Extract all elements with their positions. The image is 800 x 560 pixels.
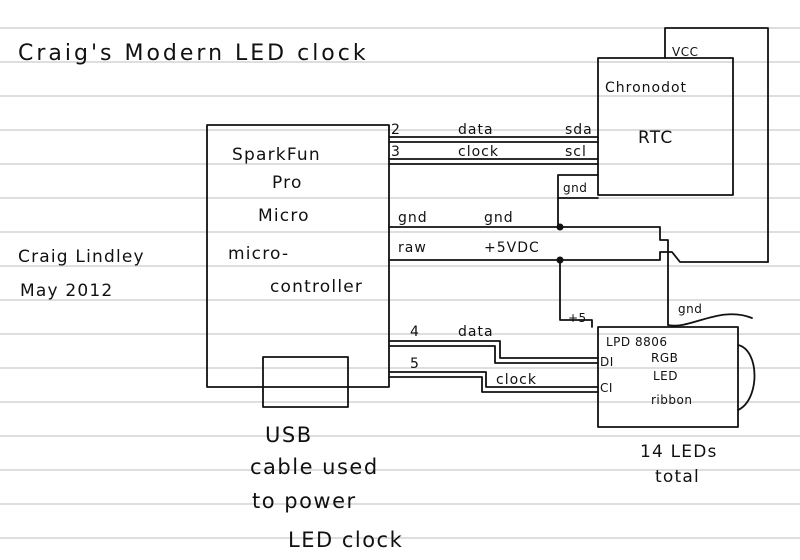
rtc-vcc-label: VCC bbox=[672, 45, 698, 59]
rtc-type: RTC bbox=[638, 128, 673, 148]
led-gnd-label: gnd bbox=[678, 302, 702, 316]
led-clock-wire bbox=[388, 371, 599, 388]
vcc-wire bbox=[664, 27, 769, 263]
led-clock-wire-second bbox=[388, 376, 599, 393]
mcu-label-line4: micro- bbox=[228, 244, 289, 264]
usb-connector bbox=[262, 356, 349, 408]
rtc-name: Chronodot bbox=[605, 80, 687, 96]
v5-label: +5VDC bbox=[484, 240, 540, 256]
pin5-label: 5 bbox=[410, 356, 420, 372]
led-plus5-label: +5 bbox=[568, 311, 587, 325]
microcontroller-box bbox=[206, 124, 390, 388]
led-data-wire-second bbox=[388, 345, 599, 364]
usb-note-line1: USB bbox=[265, 423, 313, 447]
gnd-right-label: gnd bbox=[484, 210, 514, 226]
led-label-line4: ribbon bbox=[651, 393, 692, 407]
led-di-label: DI bbox=[600, 355, 614, 369]
pin2-label: 2 bbox=[391, 122, 401, 138]
led-ci-label: CI bbox=[600, 381, 613, 395]
gnd-bus-wire bbox=[388, 226, 669, 326]
usb-note-line2: cable used bbox=[250, 455, 379, 479]
led-label-line2: RGB bbox=[651, 351, 678, 365]
mcu-label-line2: Pro bbox=[272, 173, 303, 193]
mcu-label-line3: Micro bbox=[258, 206, 310, 226]
rtc-box bbox=[597, 57, 734, 196]
led-gnd-wire bbox=[667, 313, 753, 327]
page-title: Craig's Modern LED clock bbox=[18, 41, 369, 66]
author-date: May 2012 bbox=[20, 281, 113, 301]
led-count-line2: total bbox=[655, 467, 700, 487]
scl-label: scl bbox=[565, 144, 587, 160]
rtc-gnd-label: gnd bbox=[563, 181, 587, 195]
led-5v-drop bbox=[559, 259, 593, 328]
usb-note-line3: to power bbox=[252, 489, 357, 513]
usb-note-line4: LED clock bbox=[288, 528, 403, 552]
author-name: Craig Lindley bbox=[18, 247, 145, 267]
clock-top-label: clock bbox=[458, 144, 499, 160]
mcu-label-line1: SparkFun bbox=[232, 145, 321, 165]
raw-5v-wire bbox=[388, 251, 769, 263]
pin4-label: 4 bbox=[410, 324, 420, 340]
led-label-line1: LPD 8806 bbox=[606, 335, 668, 349]
mcu-label-line5: controller bbox=[270, 277, 363, 297]
clock-bottom-label: clock bbox=[496, 372, 537, 388]
led-count-line1: 14 LEDs bbox=[640, 442, 718, 462]
data-top-label: data bbox=[458, 122, 494, 138]
raw-label: raw bbox=[398, 240, 427, 256]
sda-label: sda bbox=[565, 122, 593, 138]
data-bottom-label: data bbox=[458, 324, 494, 340]
rtc-gnd-tab bbox=[557, 174, 599, 199]
led-ribbon-box bbox=[597, 326, 739, 428]
gnd-left-label: gnd bbox=[398, 210, 428, 226]
pin3-label: 3 bbox=[391, 144, 401, 160]
gnd-junction-dot bbox=[556, 223, 564, 231]
led-data-wire bbox=[388, 340, 599, 359]
ribbon-tail bbox=[737, 344, 756, 411]
led-label-line3: LED bbox=[653, 369, 678, 383]
